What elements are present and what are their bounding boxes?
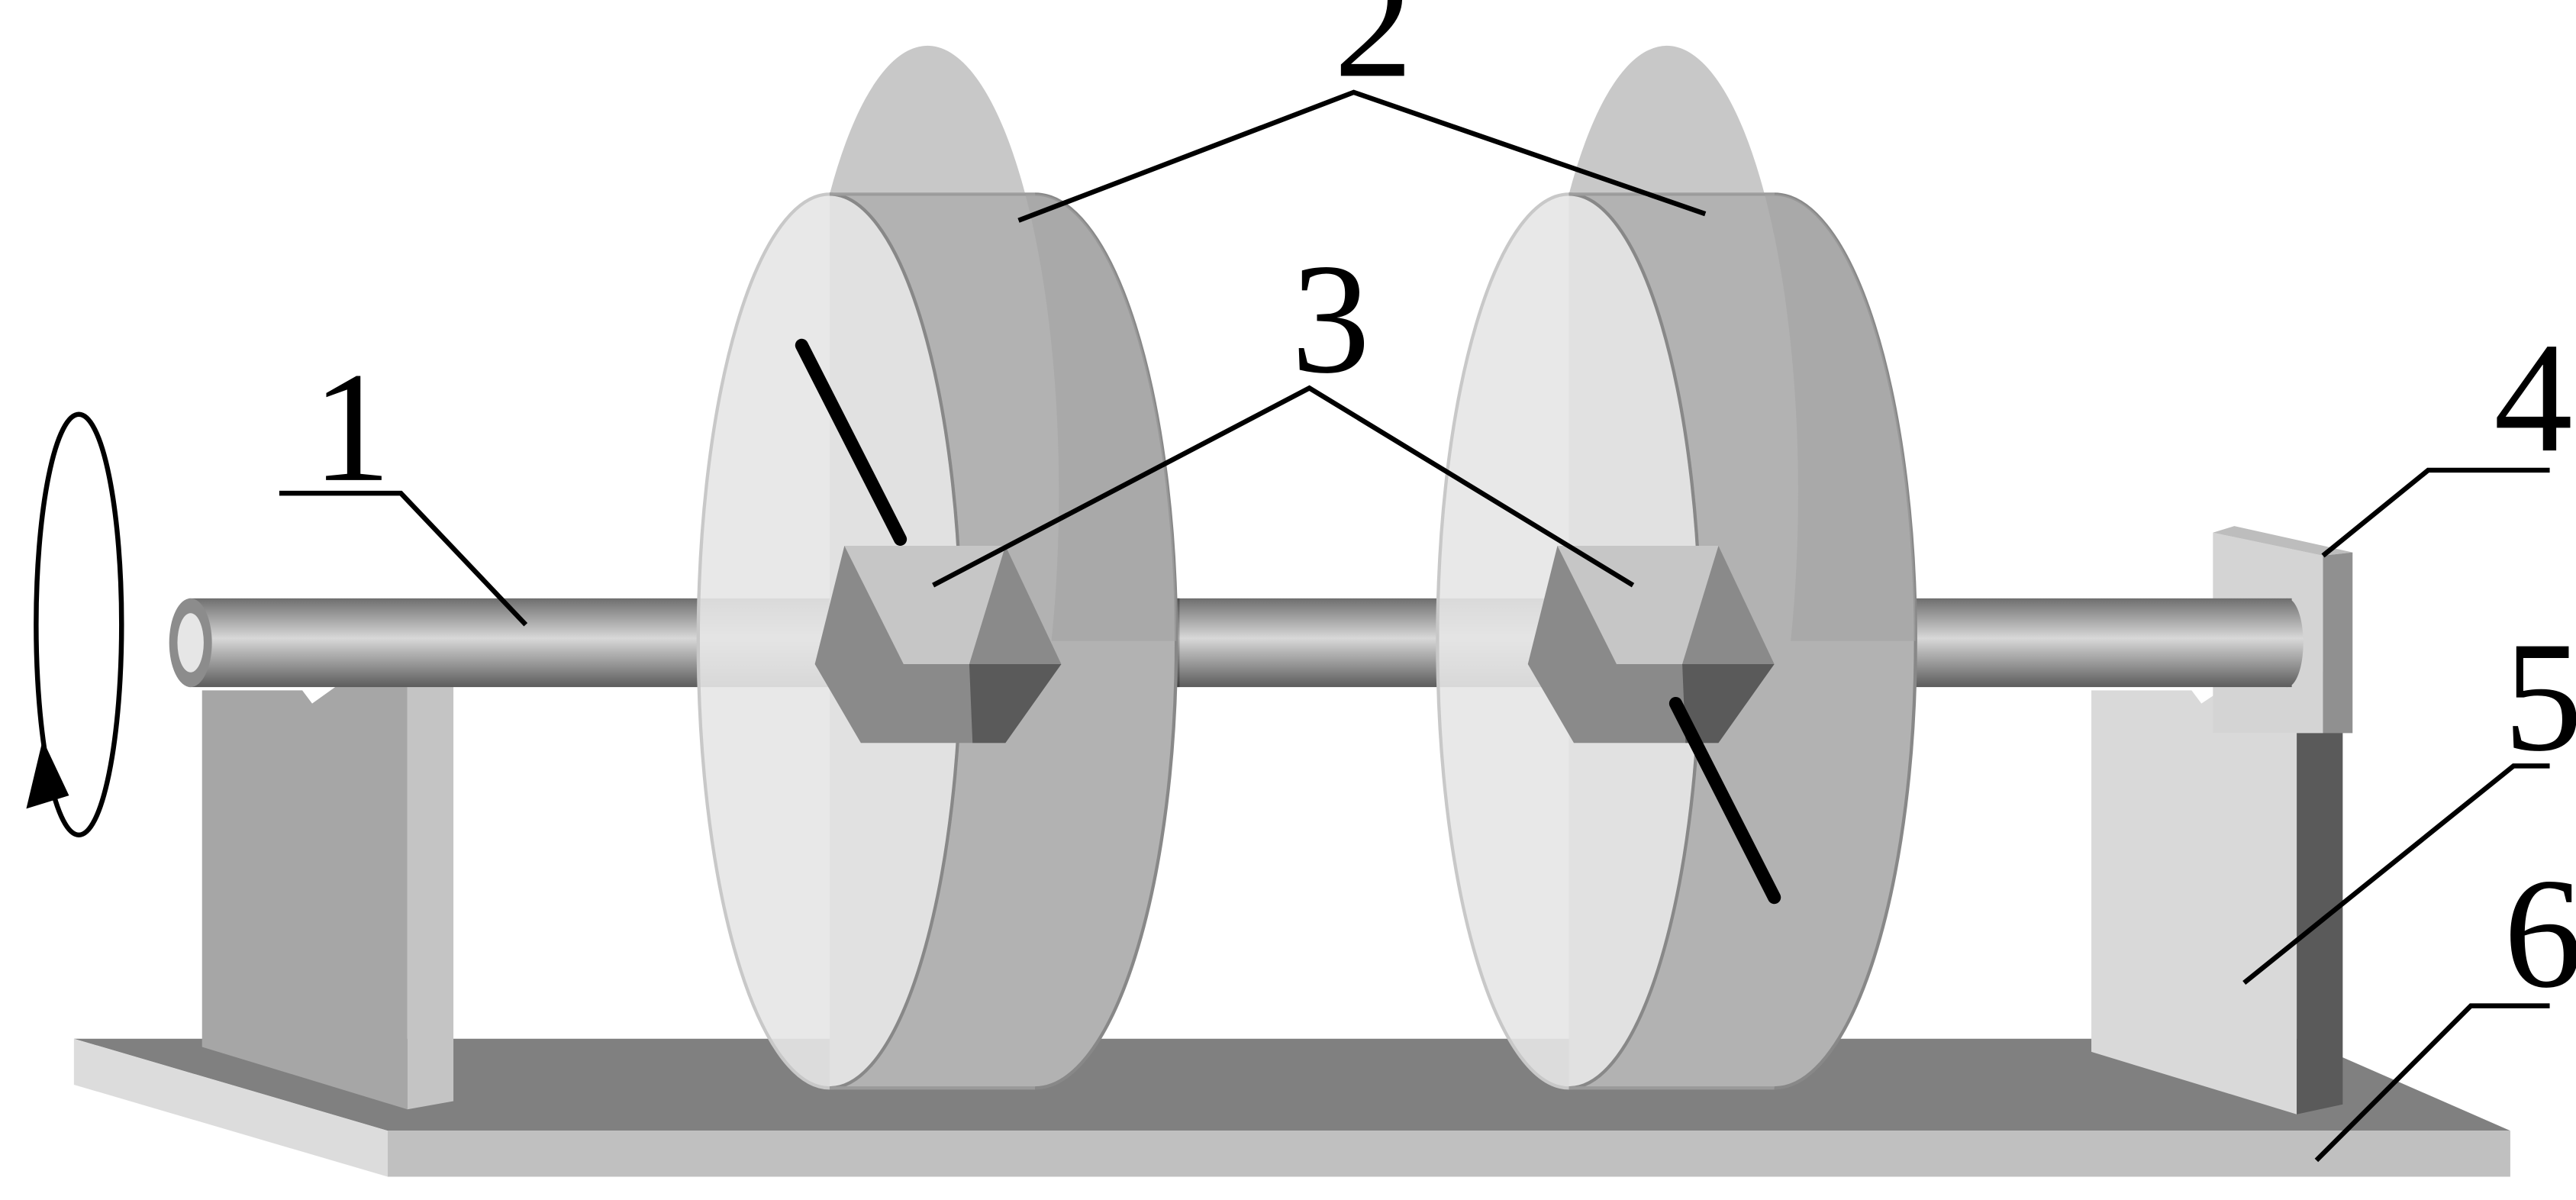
leader-stop-plate xyxy=(2321,467,2550,558)
leader-hubs xyxy=(932,385,1635,588)
callout-base-plate: 6 xyxy=(2503,846,2576,1021)
hub-right xyxy=(1527,545,1775,744)
leader-lines xyxy=(279,89,2550,1163)
callout-stop-plate: 4 xyxy=(2494,310,2572,485)
rotation-arrow-icon xyxy=(26,411,124,838)
disk-right-marker xyxy=(1668,696,1781,905)
shaft xyxy=(169,598,2304,688)
callout-bearing-support: 5 xyxy=(2503,609,2576,784)
disk-left-marker xyxy=(795,338,908,546)
leader-support xyxy=(2242,763,2550,985)
left-bearing-support xyxy=(202,657,454,1110)
hub-left xyxy=(814,545,1062,744)
leader-base xyxy=(2314,1003,2550,1163)
leader-disks xyxy=(1017,89,1707,223)
leader-shaft xyxy=(279,490,528,627)
callout-shaft: 1 xyxy=(312,340,391,515)
callout-disks: 2 xyxy=(1334,0,1413,110)
base-plate xyxy=(73,1038,2510,1177)
callout-hubs: 3 xyxy=(1291,231,1370,406)
